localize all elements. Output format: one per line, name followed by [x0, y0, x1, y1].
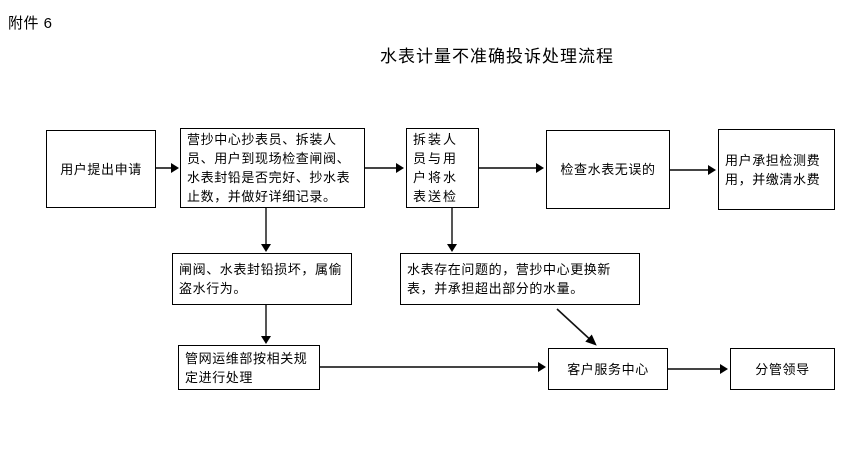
- node-meter-check-ok[interactable]: 检查水表无误的: [546, 130, 670, 209]
- node-send-meter-for-testing[interactable]: 拆装人员与用户将水表送检: [406, 128, 479, 208]
- arrow-down-icon: [261, 336, 271, 344]
- connector-onsite-to-send-line: [365, 167, 397, 169]
- connector-theft-to-pipeline-line: [265, 305, 267, 338]
- node-label: 拆装人员与用户将水表送检: [413, 132, 459, 204]
- node-replace-meter[interactable]: 水表存在问题的，营抄中心更换新表，并承担超出部分的水量。: [400, 253, 640, 305]
- connector-pipeline-to-service-line: [320, 366, 539, 368]
- attachment-label: 附件 6: [8, 15, 53, 32]
- arrow-right-icon: [708, 165, 716, 175]
- node-label: 用户承担检测费用，并缴清水费: [725, 152, 821, 187]
- connector-apply-to-onsite-line: [156, 167, 172, 169]
- node-customer-service-center[interactable]: 客户服务中心: [548, 348, 668, 390]
- connector-send-to-check-line: [479, 167, 537, 169]
- connector-send-to-replace-line: [451, 208, 453, 246]
- node-label: 用户提出申请: [60, 161, 142, 177]
- connector-check-to-userfee-line: [670, 169, 709, 171]
- node-onsite-inspection[interactable]: 营抄中心抄表员、拆装人员、用户到现场检查闸阀、水表封铅是否完好、抄水表止数，并做…: [180, 128, 365, 208]
- node-label: 闸阀、水表封铅损坏，属偷盗水行为。: [179, 262, 343, 296]
- node-label: 分管领导: [755, 361, 810, 377]
- arrow-right-icon: [720, 364, 728, 374]
- node-responsible-leader[interactable]: 分管领导: [730, 348, 835, 390]
- arrow-down-icon: [261, 244, 271, 252]
- node-label: 营抄中心抄表员、拆装人员、用户到现场检查闸阀、水表封铅是否完好、抄水表止数，并做…: [187, 132, 351, 204]
- arrow-right-icon: [171, 163, 179, 173]
- node-user-application[interactable]: 用户提出申请: [46, 130, 156, 208]
- connector-onsite-to-theft-line: [265, 208, 267, 246]
- node-label: 客户服务中心: [567, 361, 649, 377]
- arrow-down-icon: [447, 244, 457, 252]
- connector-replace-to-service-diagonal: [556, 308, 597, 346]
- node-label: 检查水表无误的: [560, 162, 656, 177]
- page-title: 水表计量不准确投诉处理流程: [380, 47, 614, 66]
- arrow-right-icon: [538, 362, 546, 372]
- node-pipeline-ops-department[interactable]: 管网运维部按相关规定进行处理: [178, 345, 320, 390]
- node-label: 管网运维部按相关规定进行处理: [185, 350, 308, 385]
- arrow-right-icon: [396, 163, 404, 173]
- arrow-right-icon: [536, 163, 544, 173]
- node-label: 水表存在问题的，营抄中心更换新表，并承担超出部分的水量。: [407, 262, 612, 296]
- node-user-bears-testing-fee[interactable]: 用户承担检测费用，并缴清水费: [718, 129, 835, 210]
- node-water-theft-behavior[interactable]: 闸阀、水表封铅损坏，属偷盗水行为。: [172, 253, 352, 305]
- connector-service-to-leader-line: [668, 368, 721, 370]
